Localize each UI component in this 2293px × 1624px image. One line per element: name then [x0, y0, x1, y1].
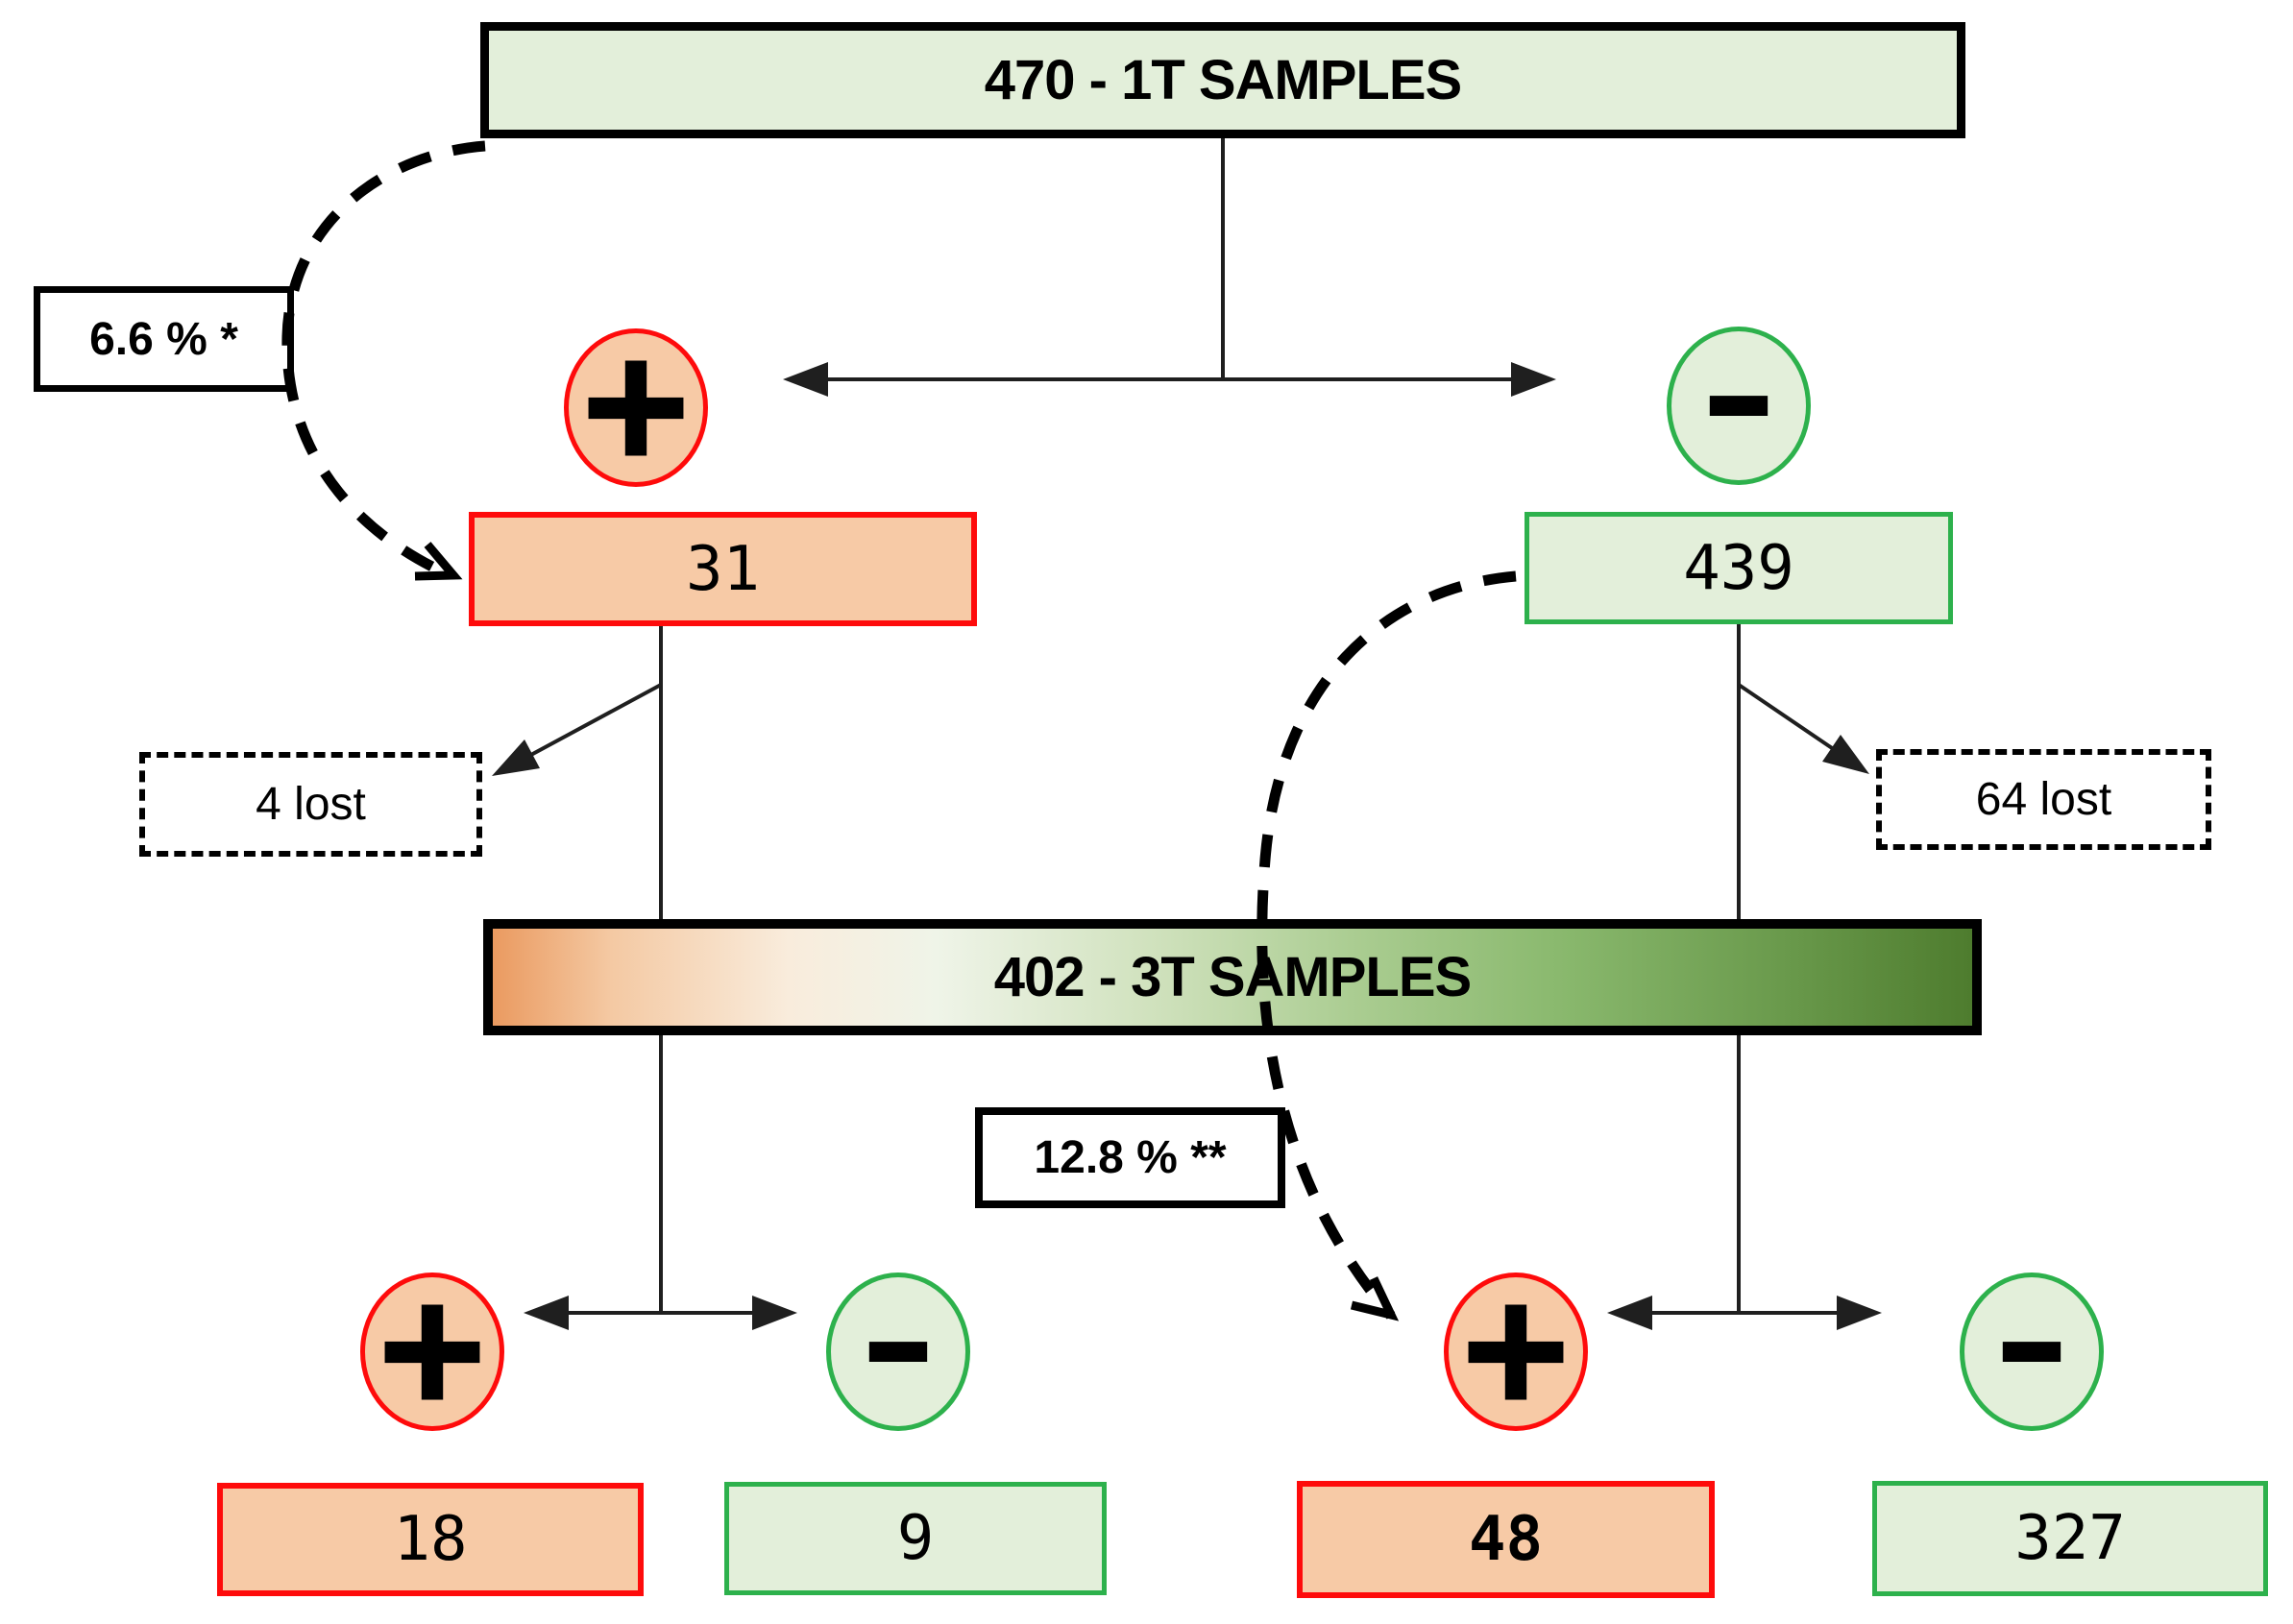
count-3t-neg-from-pos: 9	[896, 1503, 935, 1574]
node-3t-neg-from-pos: 9	[724, 1482, 1107, 1595]
positive-circle-1t: +	[564, 328, 708, 487]
node-3t-pos-from-pos: 18	[217, 1483, 644, 1596]
dashed-curve-left	[281, 140, 486, 577]
negative-circle-3t-right: −	[1960, 1273, 2104, 1431]
count-1t-negative: 439	[1683, 532, 1794, 604]
plus-icon: +	[573, 320, 699, 488]
plus-icon: +	[370, 1264, 496, 1432]
open-arrowhead-left	[414, 542, 463, 581]
plus-icon: +	[1453, 1264, 1579, 1432]
open-arrowhead-right	[1350, 1276, 1400, 1321]
count-3t-pos-from-neg: 48	[1468, 1504, 1544, 1575]
minus-icon: −	[860, 1274, 936, 1421]
node-3t-neg-from-neg: 327	[1872, 1481, 2268, 1596]
line-neg1t-lost	[1737, 683, 1840, 754]
node-3t-total: 402 - 3T SAMPLES	[483, 919, 1982, 1035]
node-1t-total-label: 470 - 1T SAMPLES	[984, 49, 1462, 111]
pct-left-label-box: 6.6 % *	[34, 286, 294, 392]
node-1t-negative-count: 439	[1525, 512, 1953, 624]
minus-icon: −	[1700, 328, 1776, 475]
positive-circle-3t-right: +	[1444, 1273, 1588, 1431]
lost-positive-label: 4 lost	[256, 779, 366, 830]
node-3t-total-label: 402 - 3T SAMPLES	[993, 946, 1472, 1008]
count-1t-positive: 31	[685, 533, 761, 605]
pct-right-label: 12.8 % **	[1034, 1132, 1227, 1183]
node-1t-positive-count: 31	[469, 512, 977, 626]
lost-negative-label: 64 lost	[1975, 774, 2112, 825]
negative-circle-3t-left: −	[826, 1273, 970, 1431]
count-3t-pos-from-pos: 18	[393, 1504, 468, 1575]
minus-icon: −	[1993, 1274, 2069, 1421]
node-3t-pos-from-neg: 48	[1297, 1481, 1715, 1598]
node-lost-positive: 4 lost	[139, 752, 482, 857]
positive-circle-3t-left: +	[360, 1273, 504, 1431]
line-pos1t-lost	[503, 683, 662, 771]
negative-circle-1t: −	[1667, 327, 1811, 485]
pct-left-label: 6.6 % *	[89, 313, 238, 365]
node-lost-negative: 64 lost	[1876, 749, 2211, 850]
count-3t-neg-from-neg: 327	[2014, 1503, 2126, 1574]
pct-right-label-box: 12.8 % **	[975, 1107, 1285, 1208]
node-1t-total: 470 - 1T SAMPLES	[480, 22, 1965, 138]
